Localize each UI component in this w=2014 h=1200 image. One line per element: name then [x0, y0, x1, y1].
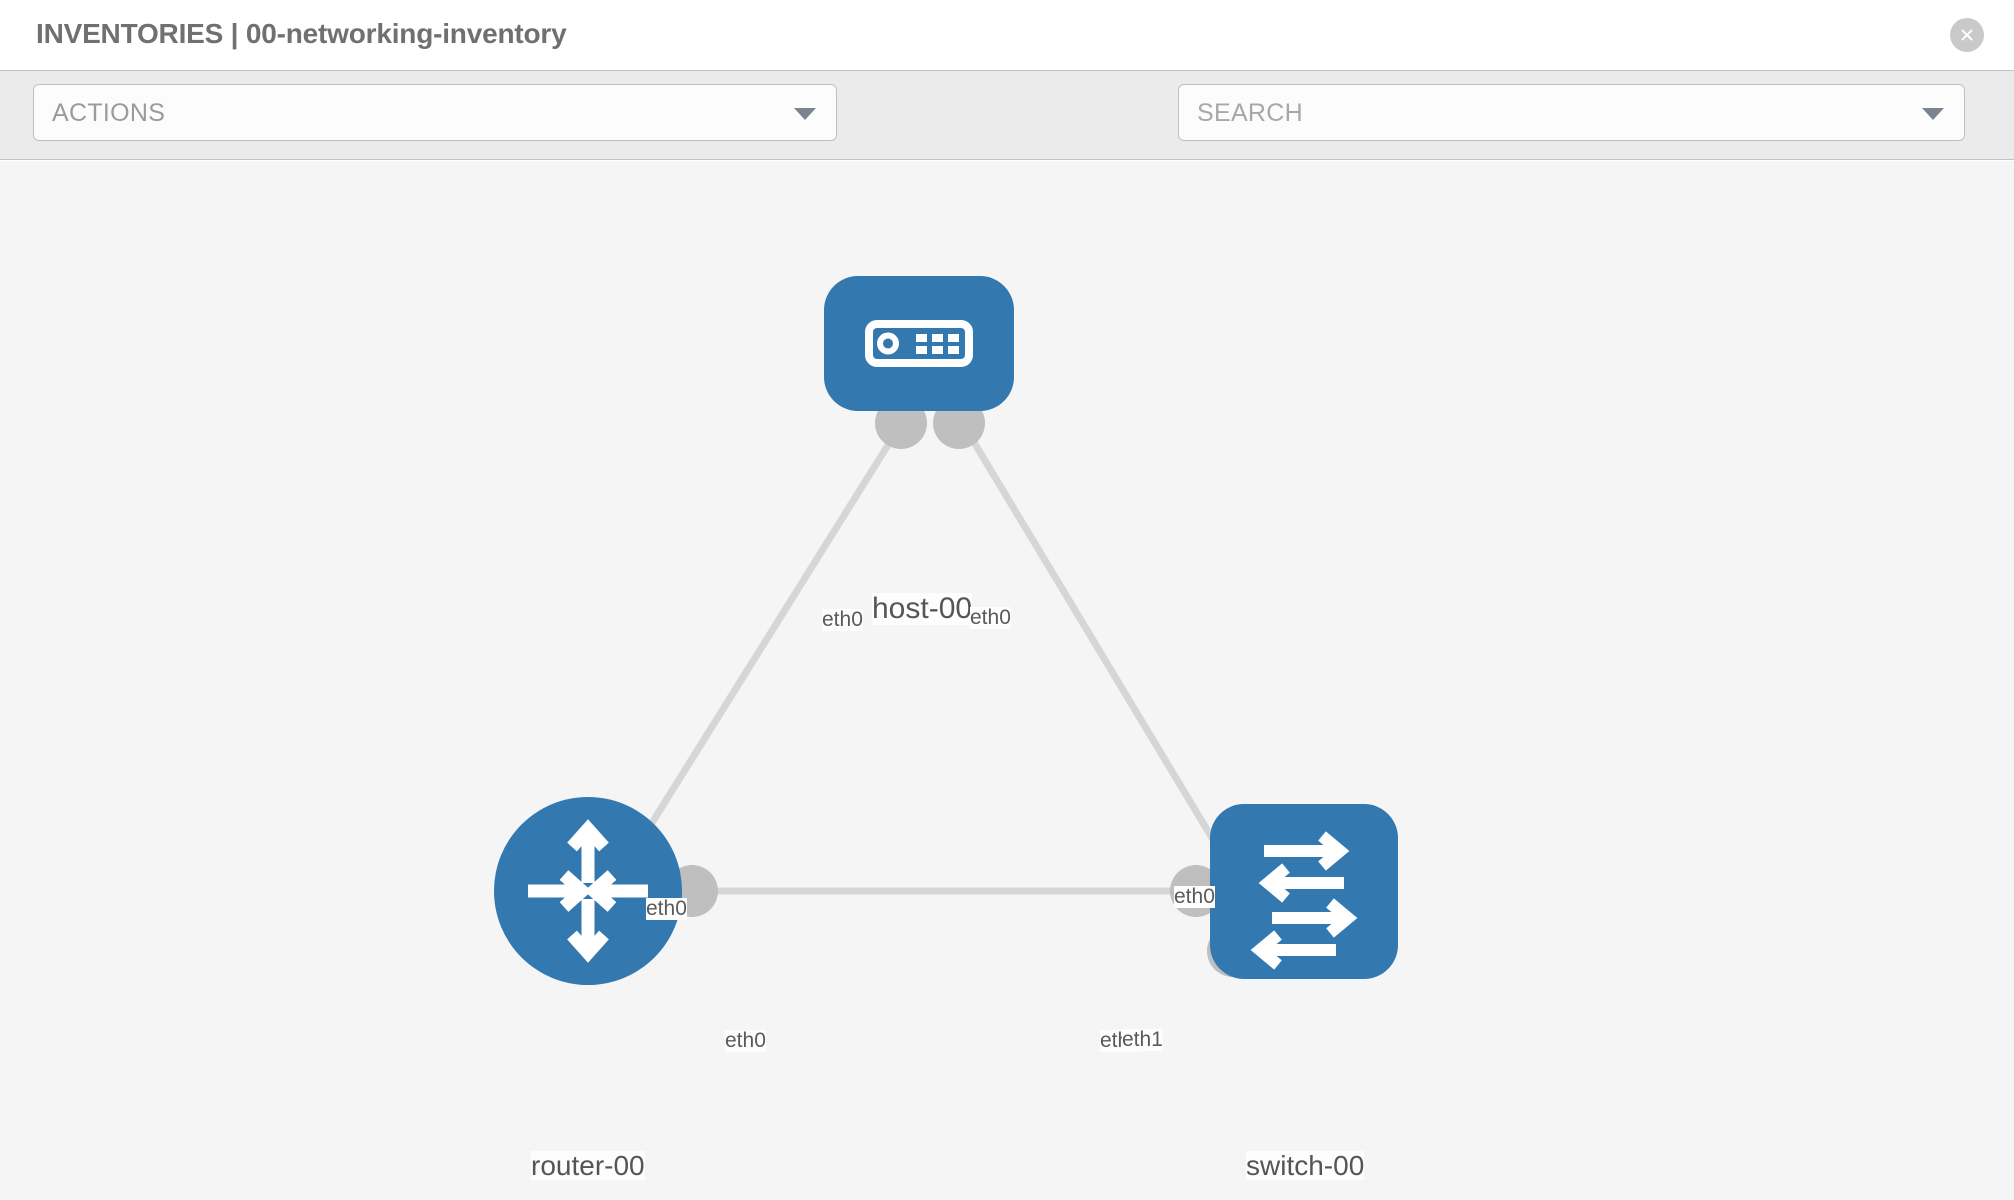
topology-links [597, 417, 1265, 923]
search-placeholder: SEARCH [1197, 99, 1303, 127]
node-host-00[interactable] [824, 276, 1014, 411]
node-label-host-00: host-00 [872, 592, 973, 625]
toolbar: ACTIONS SEARCH [0, 70, 2014, 199]
topology-canvas[interactable]: host-00 router-00 switch-00 eth0 eth0 et… [0, 161, 2014, 1200]
actions-dropdown-label: ACTIONS [52, 99, 166, 127]
node-switch-00[interactable] [1210, 804, 1398, 979]
interface-label-switch-eth0-uplink: eth0 [1174, 885, 1215, 909]
actions-dropdown[interactable]: ACTIONS [33, 84, 837, 141]
close-icon[interactable] [1950, 18, 1984, 52]
topology-graph [494, 276, 1398, 985]
chevron-down-icon [794, 107, 816, 120]
interface-label-host-eth0-left: eth0 [822, 608, 863, 632]
node-label-switch-00: switch-00 [1246, 1150, 1365, 1181]
server-icon [865, 320, 973, 367]
interface-label-router-eth0: eth0 [725, 1029, 766, 1053]
chevron-down-icon[interactable] [1922, 107, 1944, 120]
router-arrows-icon [528, 819, 648, 963]
search-input[interactable]: SEARCH [1178, 84, 1965, 141]
interface-label-switch-eth1: eth1 [1122, 1028, 1163, 1052]
page-header: INVENTORIES | 00-networking-inventory [0, 0, 2014, 70]
node-router-00[interactable] [494, 797, 682, 985]
switch-arrows-icon [1250, 831, 1358, 970]
page-title: INVENTORIES | 00-networking-inventory [36, 18, 567, 49]
interface-label-host-eth0-right: eth0 [970, 606, 1011, 630]
interface-label-router-eth0-uplink: eth0 [646, 897, 687, 921]
node-label-router-00: router-00 [531, 1150, 645, 1181]
